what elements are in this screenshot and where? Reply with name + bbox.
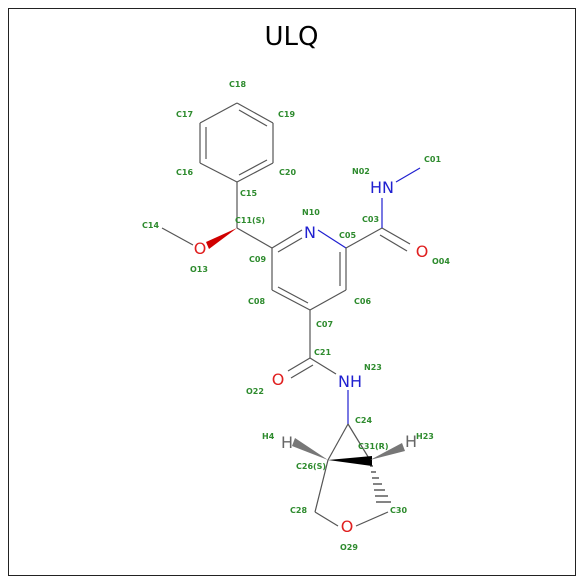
atom-labels: C01 N02 C03 O04 C05 C06 C07 C08 C09 N10 … (142, 80, 450, 552)
bond-n10-c05 (317, 229, 347, 249)
label-n23: N23 (364, 363, 382, 372)
bond-n02-c01 (395, 167, 421, 183)
bond-c20-c15-inner (238, 159, 268, 176)
bond-c11-c09 (236, 227, 273, 249)
bond-c21-o22-a (287, 357, 311, 372)
bond-c09-n10-inner (277, 237, 303, 253)
atom-n10: N (304, 223, 316, 242)
bond-c18-c19-inner (238, 109, 268, 127)
label-c18: C18 (229, 80, 246, 89)
label-c11: C11(S) (235, 216, 265, 225)
label-o29: O29 (340, 543, 358, 552)
hash-c31-c30 (370, 465, 391, 503)
label-c24: C24 (355, 416, 372, 425)
label-h4: H4 (262, 432, 275, 441)
label-c06: C06 (354, 297, 371, 306)
bond-c28-o29 (314, 511, 339, 527)
bonds (161, 102, 421, 527)
bond-o29-c30 (355, 511, 389, 527)
wedge-c26-h4 (292, 438, 328, 460)
label-c30: C30 (390, 506, 407, 515)
bond-c20-c15 (236, 162, 274, 183)
label-c09: C09 (249, 255, 266, 264)
bond-c15-c16 (199, 162, 238, 183)
label-c08: C08 (248, 297, 265, 306)
atom-n23: NH (338, 372, 362, 391)
bond-c07-c08 (271, 289, 311, 311)
bond-c03-o04-a (381, 227, 411, 245)
bond-c07-c08-inner (277, 286, 309, 304)
label-n10: N10 (302, 208, 320, 217)
label-c28: C28 (290, 506, 307, 515)
bond-c21-o22-b (290, 364, 314, 379)
bond-c18-c19 (236, 102, 274, 124)
label-c15: C15 (240, 189, 257, 198)
label-c21: C21 (314, 348, 331, 357)
bond-c26-c28 (314, 459, 329, 513)
bond-c21-n23 (309, 357, 337, 375)
wedge-c31-h23 (370, 443, 405, 460)
bond-c05-c03 (345, 227, 383, 249)
label-h23: H23 (416, 432, 434, 441)
atom-o22: O (272, 370, 285, 389)
label-o22: O22 (246, 387, 264, 396)
bond-c24-c31 (347, 423, 371, 461)
label-c19: C19 (278, 110, 295, 119)
label-n02: N02 (352, 167, 370, 176)
bond-c24-c26 (327, 423, 349, 461)
atom-n02: HN (370, 178, 394, 197)
label-c05: C05 (339, 231, 356, 240)
bond-c09-n10 (271, 229, 303, 249)
bond-c06-c07 (309, 289, 347, 311)
diagram-frame (8, 8, 576, 576)
label-c31: C31(R) (358, 442, 388, 451)
label-o04: O04 (432, 257, 450, 266)
label-c03: C03 (362, 215, 379, 224)
label-c16: C16 (176, 168, 193, 177)
bond-c17-c18 (199, 102, 238, 124)
atom-h23: H (405, 432, 417, 451)
label-o13: O13 (190, 265, 208, 274)
atom-h4: H (281, 433, 293, 452)
atom-o29: O (341, 517, 354, 536)
atom-o13: O (194, 239, 207, 258)
label-c17: C17 (176, 110, 193, 119)
wedge-c11-o13 (206, 228, 237, 249)
label-c14: C14 (142, 221, 159, 230)
wedge-c26-c31 (328, 456, 372, 466)
label-c01: C01 (424, 155, 441, 164)
bond-o13-c14 (161, 227, 194, 246)
label-c20: C20 (279, 168, 296, 177)
bond-c03-o04-b (379, 234, 408, 252)
atom-o04: O (416, 242, 429, 261)
label-c07: C07 (316, 320, 333, 329)
label-c26: C26(S) (296, 462, 326, 471)
molecule-title: ULQ (264, 22, 319, 52)
